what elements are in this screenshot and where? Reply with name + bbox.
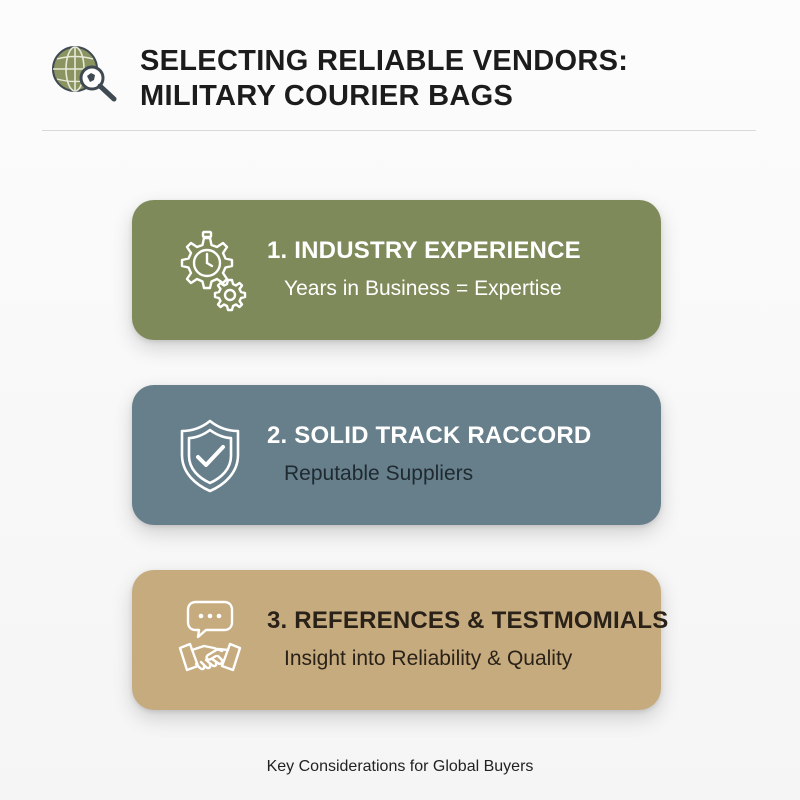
handshake-chat-icon [178, 600, 242, 672]
shield-check-icon [180, 419, 240, 493]
title-line-2: MILITARY COURIER BAGS [140, 80, 514, 112]
title-line-1: SELECTING RELIABLE VENDORS: [140, 45, 629, 77]
page-title: SELECTING RELIABLE VENDORS: MILITARY COU… [140, 44, 628, 114]
gear-clock-icon [180, 230, 247, 312]
card-title: 3. REFERENCES & TESTMOMIALS [267, 607, 669, 634]
card-title: 2. SOLID TRACK RACCORD [267, 422, 592, 449]
card-title: 1. INDUSTRY EXPERIENCE [267, 237, 581, 264]
card-subtitle: Insight into Reliability & Quality [284, 647, 573, 670]
card-references: 3. REFERENCES & TESTMOMIALS Insight into… [132, 570, 668, 710]
card-track-record: 2. SOLID TRACK RACCORD Reputable Supplie… [132, 385, 661, 525]
card-subtitle: Years in Business = Expertise [284, 277, 562, 300]
globe-search-icon [52, 46, 117, 102]
card-subtitle: Reputable Suppliers [284, 462, 474, 485]
footer-caption: Key Considerations for Global Buyers [266, 758, 534, 775]
card-industry-experience: 1. INDUSTRY EXPERIENCE Years in Business… [132, 200, 661, 340]
header-divider [42, 130, 756, 131]
